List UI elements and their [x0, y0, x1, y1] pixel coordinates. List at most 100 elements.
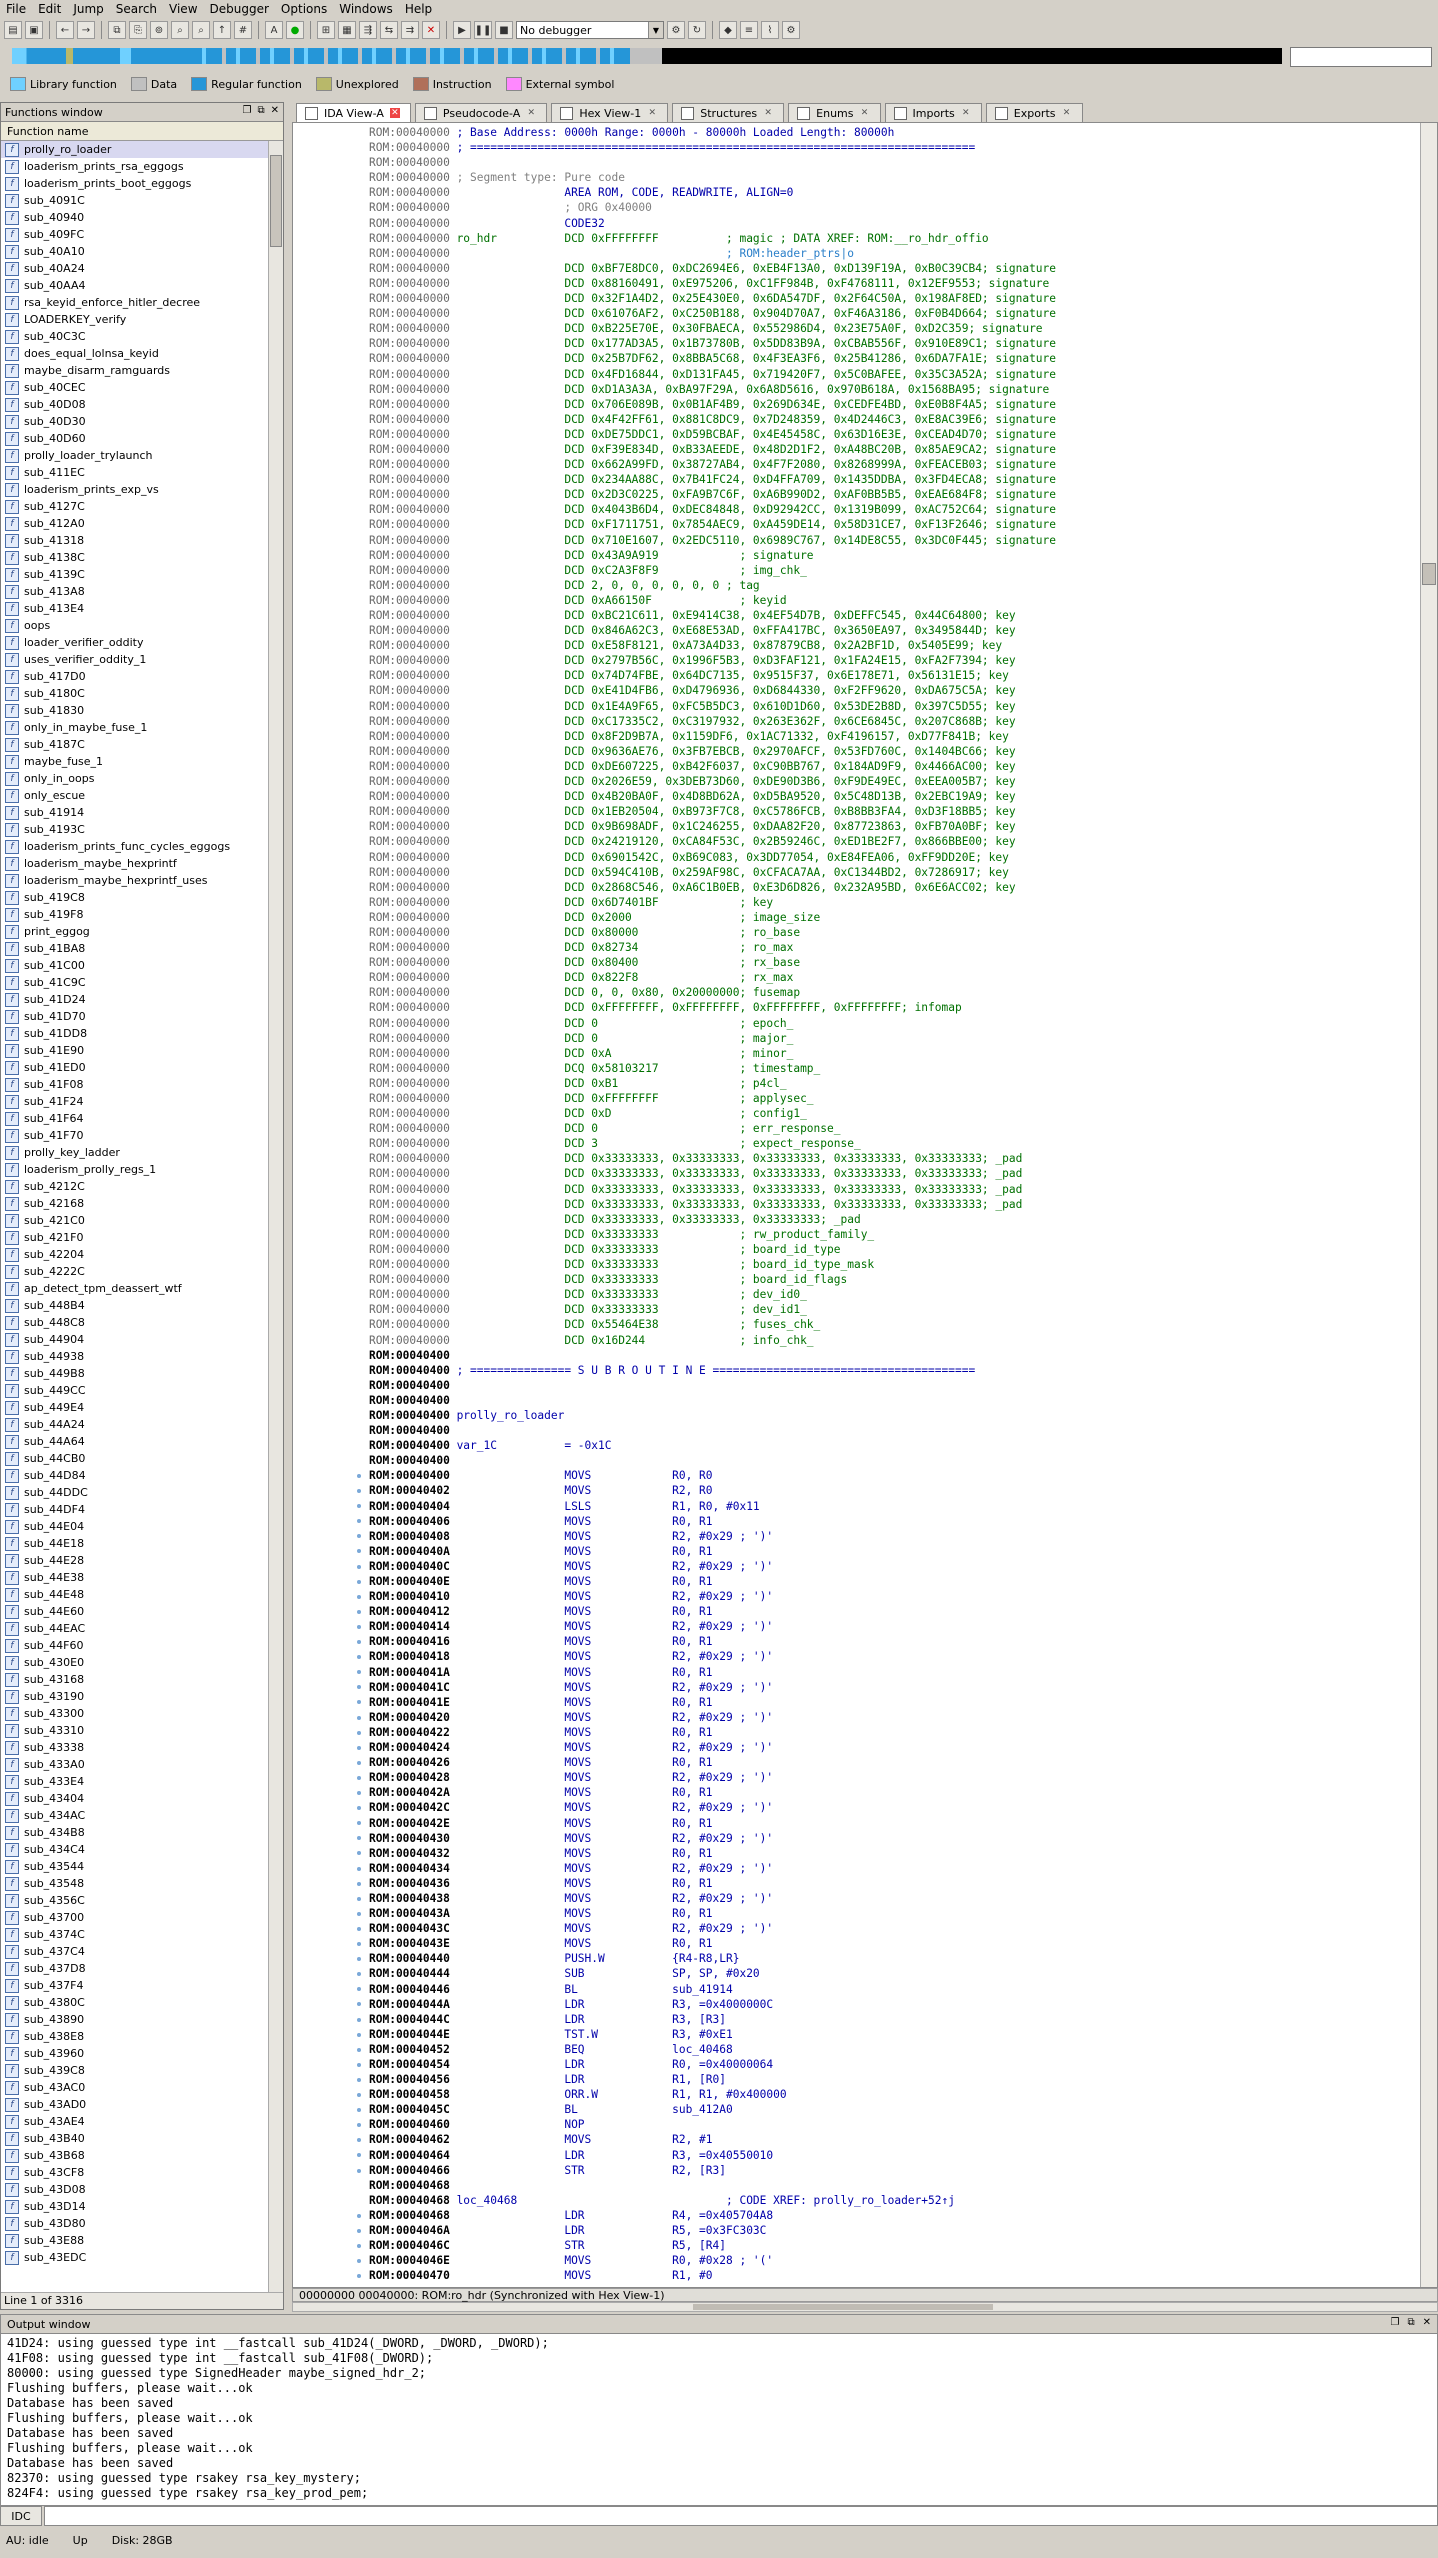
disasm-line[interactable]: ROM:00040000 DCD 0x234AA88C, 0x7B41FC24,… [369, 472, 1421, 487]
disasm-line[interactable]: ROM:00040400 MOVS R0, R0 [369, 1468, 1421, 1483]
disasm-line[interactable]: ROM:00040000 DCD 0x2D3C0225, 0xFA9B7C6F,… [369, 487, 1421, 502]
disasm-line[interactable]: ROM:00040000 DCD 2, 0, 0, 0, 0, 0, 0 ; t… [369, 578, 1421, 593]
close-icon[interactable]: ✕ [860, 108, 869, 118]
menu-search[interactable]: Search [115, 1, 158, 16]
disasm-line[interactable]: ROM:0004046E MOVS R0, #0x28 ; '(' [369, 2253, 1421, 2268]
disasm-line[interactable]: ROM:00040410 MOVS R2, #0x29 ; ')' [369, 1589, 1421, 1604]
disasm-line[interactable]: ROM:00040000 ; ROM:header_ptrs|o [369, 246, 1421, 261]
restore-icon[interactable]: ❐ [242, 105, 252, 116]
close-icon[interactable]: ✕ [648, 108, 657, 118]
disasm-line[interactable]: ROM:00040000 DCD 0xB1 ; p4cl_ [369, 1076, 1421, 1091]
command-input[interactable] [44, 2506, 1438, 2526]
close-icon[interactable]: ✕ [270, 105, 279, 116]
disasm-line[interactable]: ROM:0004042E MOVS R0, R1 [369, 1816, 1421, 1831]
graph-icon[interactable]: ⊞ [317, 21, 335, 39]
disasm-line[interactable]: ROM:00040402 MOVS R2, R0 [369, 1483, 1421, 1498]
splitter[interactable] [284, 102, 292, 2310]
disasm-line[interactable]: ROM:00040000 DCD 0xD1A3A3A, 0xBA97F29A, … [369, 382, 1421, 397]
disasm-line[interactable]: ROM:00040000 DCD 0x33333333, 0x33333333,… [369, 1212, 1421, 1227]
disasm-line[interactable]: ROM:00040000 DCD 0x1EB20504, 0xB973F7C8,… [369, 804, 1421, 819]
navigation-band[interactable] [0, 44, 1438, 68]
menu-jump[interactable]: Jump [73, 1, 104, 16]
disasm-line[interactable]: ROM:0004043C MOVS R2, #0x29 ; ')' [369, 1921, 1421, 1936]
debugger-select[interactable]: No debugger ▼ [516, 21, 664, 39]
disasm-line[interactable]: ROM:00040434 MOVS R2, #0x29 ; ')' [369, 1861, 1421, 1876]
close-icon[interactable]: ✕ [389, 108, 400, 118]
disasm-line[interactable]: ROM:0004044E TST.W R3, #0xE1 [369, 2027, 1421, 2042]
close-icon[interactable]: ✕ [961, 108, 970, 118]
disasm-line[interactable]: ROM:00040000 [369, 155, 1421, 170]
disasm-line[interactable]: ROM:00040468 loc_40468 ; CODE XREF: prol… [369, 2193, 1421, 2208]
xref-icon[interactable]: ⇆ [380, 21, 398, 39]
disasm-line[interactable]: ROM:00040408 MOVS R2, #0x29 ; ')' [369, 1529, 1421, 1544]
disasm-line[interactable]: ROM:0004043A MOVS R0, R1 [369, 1906, 1421, 1921]
tab-imports[interactable]: Imports✕ [884, 103, 982, 122]
disasm-line[interactable]: ROM:00040000 DCD 0x8F2D9B7A, 0x1159DF6, … [369, 729, 1421, 744]
breakpoint-icon[interactable]: ◆ [719, 21, 737, 39]
disasm-line[interactable]: ROM:00040446 BL sub_41914 [369, 1982, 1421, 1997]
disasm-line[interactable]: ROM:00040462 MOVS R2, #1 [369, 2132, 1421, 2147]
disasm-line[interactable]: ROM:00040000 DCD 0xC17335C2, 0xC3197932,… [369, 714, 1421, 729]
disasm-line[interactable]: ROM:00040000 DCD 0x2868C546, 0xA6C1B0EB,… [369, 880, 1421, 895]
close-icon[interactable]: ✕ [527, 108, 536, 118]
disasm-line[interactable]: ROM:0004040E MOVS R0, R1 [369, 1574, 1421, 1589]
disasm-line[interactable]: ROM:00040000 DCD 0x16D244 ; info_chk_ [369, 1333, 1421, 1348]
disasm-line[interactable]: ROM:00040000 ; Base Address: 0000h Range… [369, 125, 1421, 140]
disasm-line[interactable]: ROM:0004040A MOVS R0, R1 [369, 1544, 1421, 1559]
disasm-line[interactable]: ROM:00040000 DCD 0x33333333 ; board_id_t… [369, 1242, 1421, 1257]
disasm-line[interactable]: ROM:00040412 MOVS R0, R1 [369, 1604, 1421, 1619]
disasm-line[interactable]: ROM:00040000 DCD 0x2000 ; image_size [369, 910, 1421, 925]
open-icon[interactable]: ▤ [4, 21, 22, 39]
disasm-line[interactable]: ROM:00040000 ro_hdr DCD 0xFFFFFFFF ; mag… [369, 231, 1421, 246]
disasm-line[interactable]: ROM:00040000 DCD 0x33333333 ; dev_id0_ [369, 1287, 1421, 1302]
disasm-line[interactable]: ROM:00040428 MOVS R2, #0x29 ; ')' [369, 1770, 1421, 1785]
disasm-line[interactable]: ROM:00040404 LSLS R1, R0, #0x11 [369, 1499, 1421, 1514]
disasm-line[interactable]: ROM:00040418 MOVS R2, #0x29 ; ')' [369, 1649, 1421, 1664]
pause-icon[interactable]: ❚❚ [474, 21, 492, 39]
disasm-line[interactable]: ROM:00040470 MOVS R1, #0 [369, 2268, 1421, 2283]
disasm-line[interactable]: ROM:00040000 DCD 0xA ; minor_ [369, 1046, 1421, 1061]
disasm-line[interactable]: ROM:00040000 DCD 0x33333333, 0x33333333,… [369, 1197, 1421, 1212]
disasm-line[interactable]: ROM:00040000 DCD 0xC2A3F8F9 ; img_chk_ [369, 563, 1421, 578]
stop-debug-icon[interactable]: ■ [495, 21, 513, 39]
disasm-line[interactable]: ROM:00040000 DCD 0x43A9A919 ; signature [369, 548, 1421, 563]
disasm-line[interactable]: ROM:00040000 DCD 0xDE607225, 0xB42F6037,… [369, 759, 1421, 774]
disasm-line[interactable]: ROM:00040000 DCD 0x80000 ; ro_base [369, 925, 1421, 940]
disasm-line[interactable]: ROM:00040000 DCD 0x61076AF2, 0xC250B188,… [369, 306, 1421, 321]
disasm-line[interactable]: ROM:00040000 ; =========================… [369, 140, 1421, 155]
disasm-line[interactable]: ROM:00040000 DCD 0x4F42FF61, 0x881C8DC9,… [369, 412, 1421, 427]
